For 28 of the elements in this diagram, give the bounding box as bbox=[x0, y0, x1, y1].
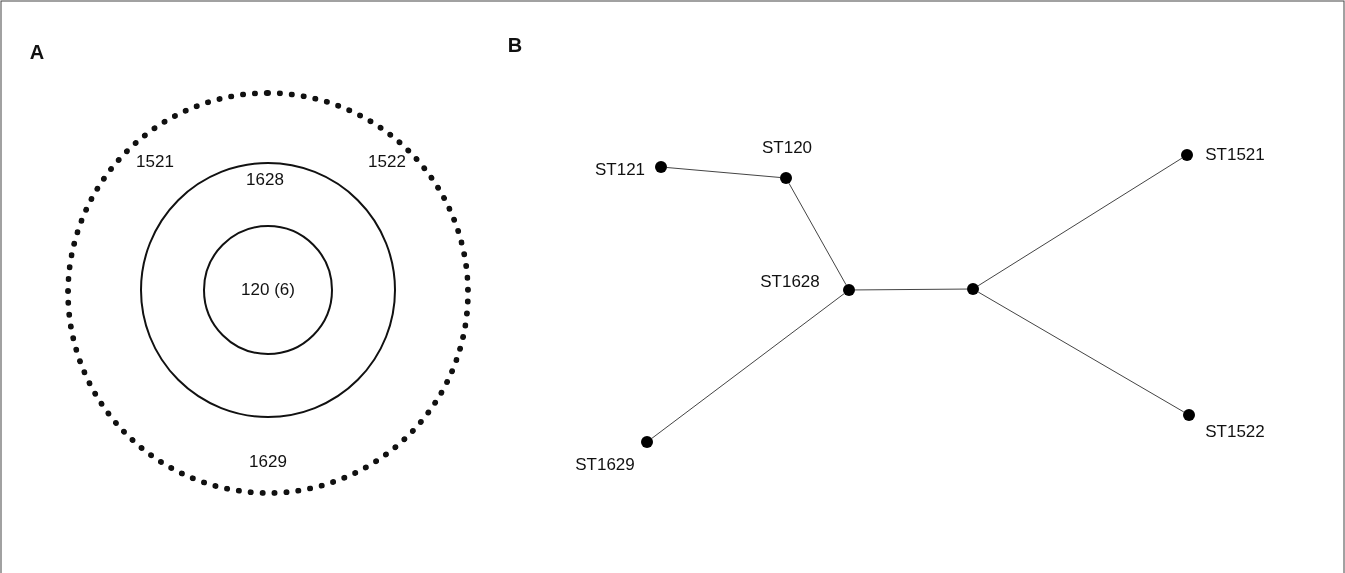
circle bbox=[203, 225, 333, 355]
connector-line bbox=[788, 182, 847, 286]
node-label: ST1629 bbox=[575, 455, 635, 475]
node-dot bbox=[641, 436, 653, 448]
st-label: 1629 bbox=[249, 452, 287, 472]
node-dot bbox=[843, 284, 855, 296]
node-label: ST1628 bbox=[760, 272, 820, 292]
panel-letter: A bbox=[29, 40, 45, 64]
node-label: ST120 bbox=[761, 138, 813, 158]
node-label: ST1522 bbox=[1205, 422, 1265, 442]
node-dot bbox=[967, 283, 979, 295]
node-label: ST1521 bbox=[1205, 145, 1265, 165]
dotted-circle bbox=[65, 90, 471, 496]
connector-line bbox=[977, 291, 1185, 413]
node-dot bbox=[655, 161, 667, 173]
st-label: 1628 bbox=[246, 170, 284, 190]
st-label: 1521 bbox=[136, 152, 174, 172]
connector-line bbox=[977, 157, 1183, 287]
node-dot bbox=[780, 172, 792, 184]
connector-line bbox=[666, 167, 781, 178]
node-dot bbox=[1181, 149, 1193, 161]
connector-line bbox=[854, 288, 968, 291]
st-label: 1522 bbox=[368, 152, 406, 172]
panel-letter: B bbox=[507, 33, 523, 57]
node-label: ST121 bbox=[594, 160, 646, 180]
st-label: 120 (6) bbox=[241, 280, 295, 300]
connector-line bbox=[651, 293, 845, 439]
node-dot bbox=[1183, 409, 1195, 421]
